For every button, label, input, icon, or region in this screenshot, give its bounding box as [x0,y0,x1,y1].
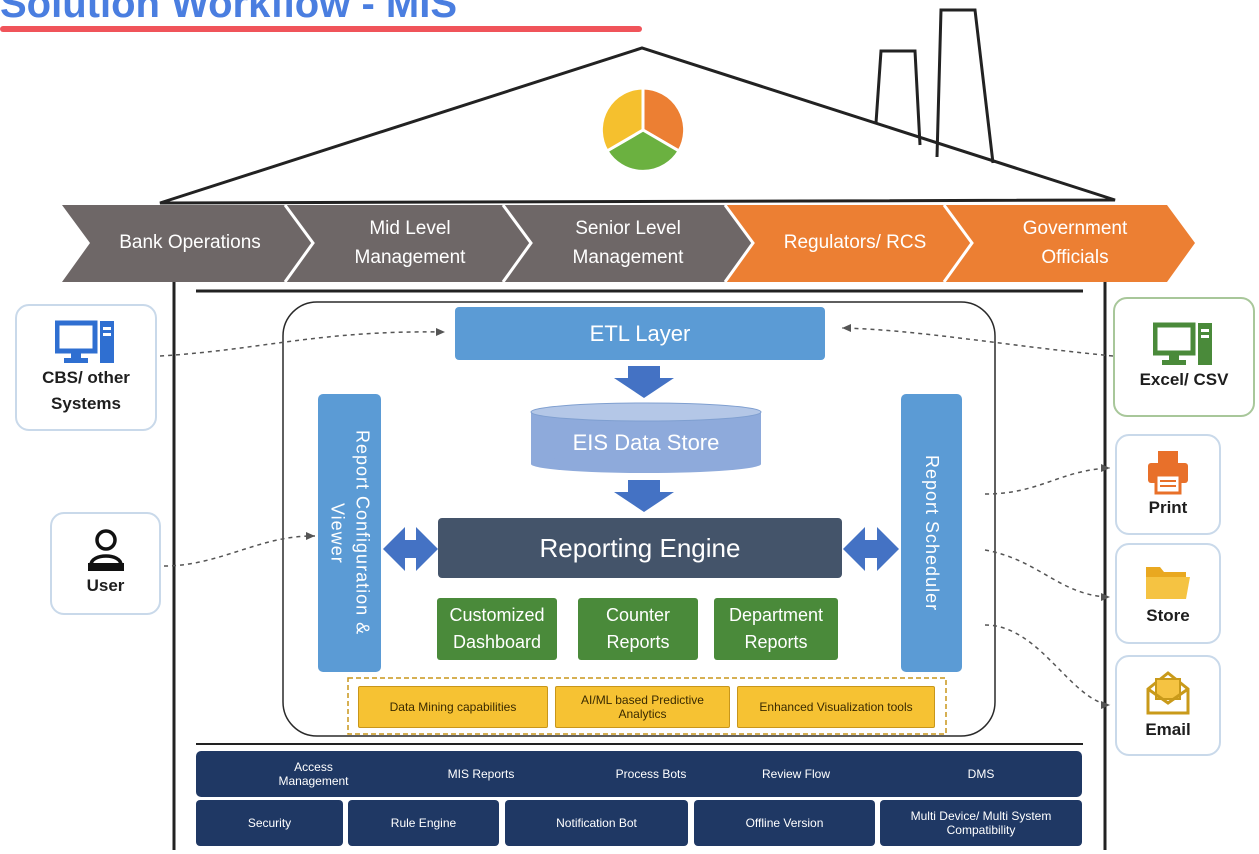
down-arrow-icon [614,480,674,512]
printer-icon [1148,450,1188,495]
foundation-item: Rule Engine [348,800,499,846]
capability-visualization: Enhanced Visualization tools [737,686,935,728]
stakeholder-label: Government Officials [1022,218,1128,268]
user-box: User [50,512,161,615]
chevron-regulators [725,205,972,282]
print-label: Print [1148,497,1188,517]
report-scheduler: Report Scheduler [901,394,962,672]
report-config-label: Report Configuration & Viewer [327,430,373,636]
stakeholder-label: Regulators/ RCS [783,232,927,254]
foundation-item: Access Management [278,760,349,788]
connector-scheduler-store [984,549,1111,598]
connector-user-config [163,535,316,567]
store-label: Store [1146,605,1190,625]
foundation-item: Review Flow [761,767,830,781]
chevron-mid-level [285,205,531,282]
user-label: User [86,575,125,595]
chimney-small [874,49,922,146]
email-label: Email [1145,719,1191,739]
envelope-icon [1146,670,1190,715]
print-box: Print [1115,434,1221,535]
reporting-engine: Reporting Engine [438,518,842,578]
counter-reports: Counter Reports [578,598,698,660]
computer-icon [55,320,114,363]
pie-chart-icon [599,86,687,173]
capability-data-mining: Data Mining capabilities [358,686,548,728]
computer-icon [1153,322,1212,366]
cbs-systems-label: CBS/ other Systems [42,368,130,413]
report-scheduler-label: Report Scheduler [922,454,943,612]
chevron-senior-level [503,205,753,282]
connector-scheduler-print [984,467,1111,495]
eis-data-store-cylinder [530,402,762,473]
foundation-item: DMS [967,767,995,781]
department-reports: Department Reports [714,598,838,660]
stakeholder-label: Mid Level Management [354,218,466,268]
stakeholder-label: Bank Operations [119,232,261,254]
double-arrow-icon [843,527,899,571]
chimney-tall [935,8,995,164]
user-laptop-icon [87,529,124,571]
double-arrow-icon [383,527,438,571]
capability-ai-ml: AI/ML based Predictive Analytics [555,686,730,728]
core-container [282,301,996,737]
capabilities-outline [347,677,947,735]
title-underline [0,26,642,32]
cbs-systems-box: CBS/ other Systems [15,304,157,431]
connector-excel-etl [841,327,1114,357]
chevron-bank-operations [62,205,313,282]
chevron-government [944,205,1195,282]
house-roof [159,46,1116,205]
folder-icon [1146,566,1190,599]
down-arrow-icon [614,366,674,398]
store-box: Store [1115,543,1221,644]
foundation-item: Offline Version [694,800,875,846]
connector-cbs-etl [159,331,446,357]
report-configuration-viewer: Report Configuration & Viewer [318,394,381,672]
excel-csv-label: Excel/ CSV [1139,370,1229,390]
excel-csv-box: Excel/ CSV [1113,297,1255,417]
etl-layer: ETL Layer [455,307,825,360]
foundation-item: Multi Device/ Multi System Compatibility [880,800,1082,846]
eis-data-store-label: EIS Data Store [572,430,720,455]
email-box: Email [1115,655,1221,756]
page-title: Solution Workflow - MIS [0,0,457,26]
foundation-item: Process Bots [615,767,687,781]
foundation-row-1: Access Management MIS Reports Process Bo… [196,751,1082,797]
stakeholder-label: Senior Level Management [572,218,684,268]
foundation-item: Security [196,800,343,846]
customized-dashboard: Customized Dashboard [437,598,557,660]
connector-scheduler-email [984,624,1111,706]
foundation-item: MIS Reports [447,767,515,781]
foundation-item: Notification Bot [505,800,688,846]
